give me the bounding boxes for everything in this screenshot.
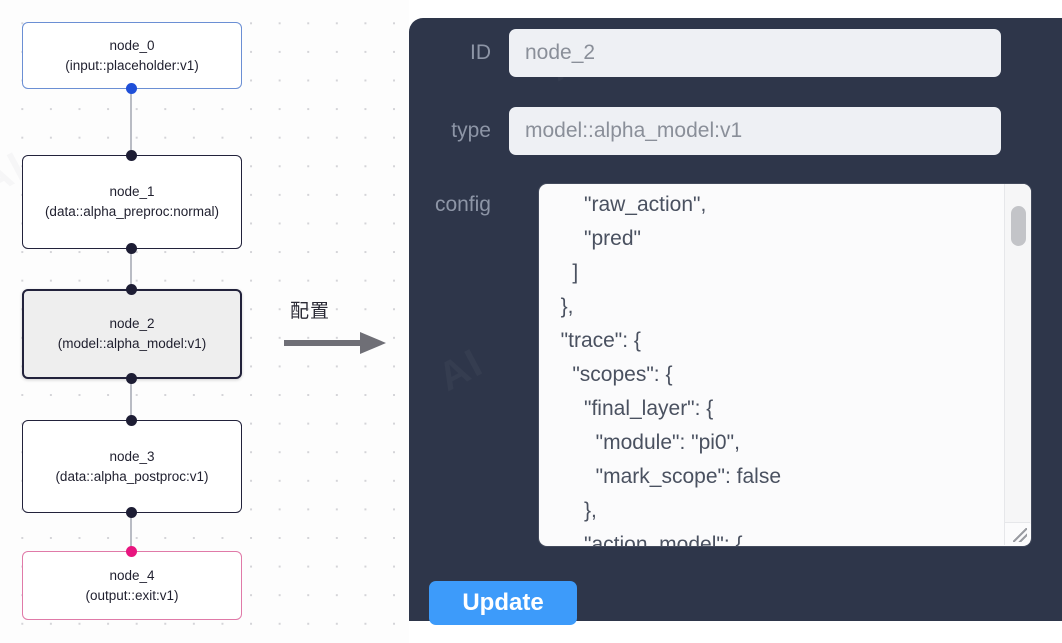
resize-handle-icon[interactable] [1004, 522, 1030, 545]
node-port-source-node_0[interactable] [126, 83, 137, 94]
node-id-label: node_4 [109, 567, 155, 583]
node-id-label: node_0 [109, 37, 155, 53]
type-input[interactable] [509, 107, 1001, 155]
transition-arrow-group: 配置 [282, 296, 392, 366]
config-scrollbar-thumb[interactable] [1011, 206, 1026, 246]
edge-3-4 [130, 512, 132, 554]
config-textarea-wrapper: "raw_action", "pred" ] }, "trace": { "sc… [539, 184, 1031, 546]
update-button[interactable]: Update [429, 581, 577, 625]
id-field-row: ID [409, 29, 1062, 77]
node-port-source-node_2[interactable] [126, 373, 137, 384]
node-port-target-node_2[interactable] [126, 284, 137, 295]
node-port-source-node_1[interactable] [126, 243, 137, 254]
edge-0-1 [130, 88, 132, 160]
node-id-label: node_3 [109, 448, 155, 464]
node-id-label: node_2 [109, 316, 155, 332]
transition-label: 配置 [290, 300, 331, 322]
config-textarea[interactable]: "raw_action", "pred" ] }, "trace": { "sc… [560, 193, 781, 546]
node-type-label: (model::alpha_model:v1) [57, 336, 207, 351]
type-field-label: type [451, 119, 491, 142]
arrow-right-icon [284, 332, 386, 354]
node-type-label: (data::alpha_preproc:normal) [44, 204, 220, 219]
graph-node-node_3[interactable]: node_3 (data::alpha_postproc:v1) [22, 420, 242, 513]
node-port-target-node_4[interactable] [126, 546, 137, 557]
type-field-row: type [409, 107, 1062, 155]
graph-node-node_2[interactable]: node_2 (model::alpha_model:v1) [22, 289, 242, 379]
node-port-source-node_3[interactable] [126, 507, 137, 518]
config-field-label: config [434, 193, 491, 216]
id-field-label: ID [470, 41, 491, 64]
node-id-label: node_1 [109, 184, 155, 200]
watermark: AI [431, 340, 491, 400]
node-port-target-node_3[interactable] [126, 415, 137, 426]
graph-canvas[interactable]: AI AI node_0 (input::placeholder:v1) nod… [0, 0, 409, 643]
node-type-label: (data::alpha_postproc:v1) [55, 468, 209, 484]
config-scrollbar[interactable] [1004, 184, 1031, 524]
edge-2-3 [130, 378, 132, 424]
edge-1-2 [130, 248, 132, 294]
graph-node-node_1[interactable]: node_1 (data::alpha_preproc:normal) [22, 155, 242, 249]
id-input[interactable] [509, 29, 1001, 77]
graph-node-node_0[interactable]: node_0 (input::placeholder:v1) [22, 22, 242, 89]
graph-node-node_4[interactable]: node_4 (output::exit:v1) [22, 551, 242, 620]
node-port-target-node_1[interactable] [126, 150, 137, 161]
node-type-label: (input::placeholder:v1) [65, 57, 199, 73]
node-type-label: (output::exit:v1) [85, 587, 179, 603]
